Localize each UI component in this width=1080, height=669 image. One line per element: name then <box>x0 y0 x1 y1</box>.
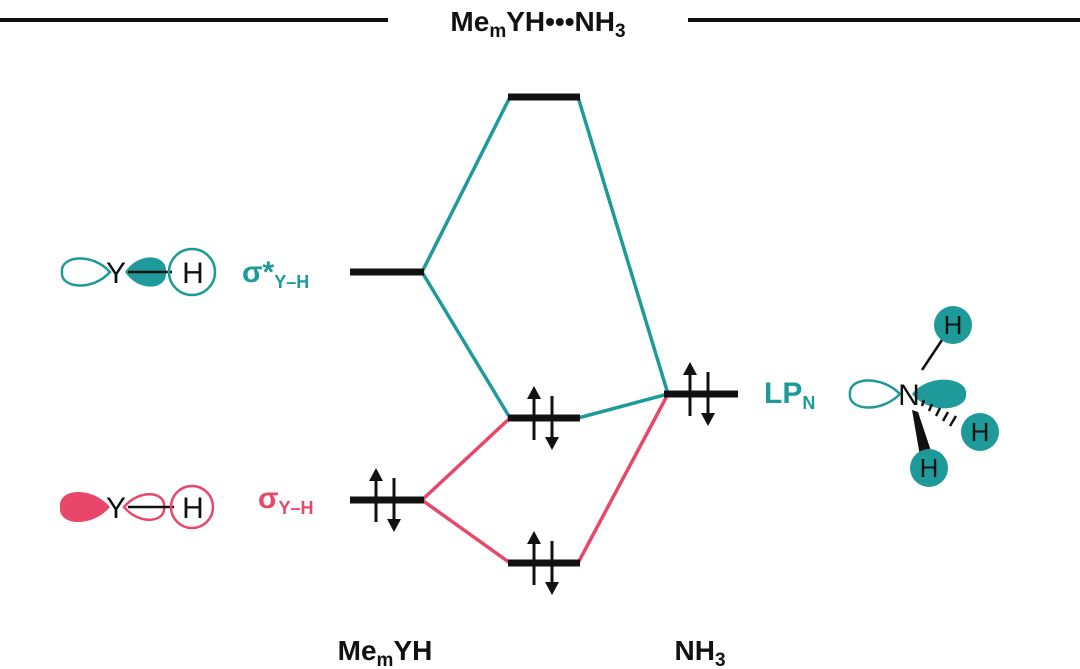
lone-pair-label: LPN <box>764 377 815 413</box>
diagram-title: MemYH•••NH3 <box>450 6 625 42</box>
sigma-atom-h: H <box>182 492 204 525</box>
sigma-orbital-icon: Y H <box>59 484 215 530</box>
correlation-line-lp-to-antibonding <box>576 96 670 395</box>
electron-pair-lone-pair <box>683 362 715 426</box>
correlation-line-lp-to-middle <box>577 392 669 420</box>
electron-pair-middle <box>527 386 559 450</box>
fragment-label-right: NH3 <box>674 635 725 669</box>
correlation-line-sigma-to-bonding <box>420 498 512 565</box>
correlation-line-sigma-star-to-middle <box>420 271 512 419</box>
ammonia-molecule-icon: N H H H <box>848 306 999 487</box>
electron-pair-sigma <box>369 468 401 532</box>
ammonia-atom-h3: H <box>920 453 939 483</box>
electron-pair-bonding <box>527 531 559 595</box>
sigma-star-orbital-icon: Y H <box>60 247 217 297</box>
correlation-line-sigma-to-middle <box>420 416 512 502</box>
ammonia-atom-h2: H <box>971 417 990 447</box>
sigma-star-atom-h: H <box>182 257 204 290</box>
correlation-line-lp-to-bonding <box>576 393 670 564</box>
ammonia-atom-h1: H <box>944 310 963 340</box>
sigma-atom-y: Y <box>106 492 126 525</box>
ammonia-atom-n: N <box>898 379 920 412</box>
sigma-star-label: σ*Y–H <box>242 256 309 292</box>
fragment-label-left: MemYH <box>338 635 433 669</box>
correlation-line-sigma-star-to-antibonding <box>420 96 512 273</box>
sigma-star-atom-y: Y <box>106 257 126 290</box>
sigma-label: σY–H <box>258 482 314 518</box>
